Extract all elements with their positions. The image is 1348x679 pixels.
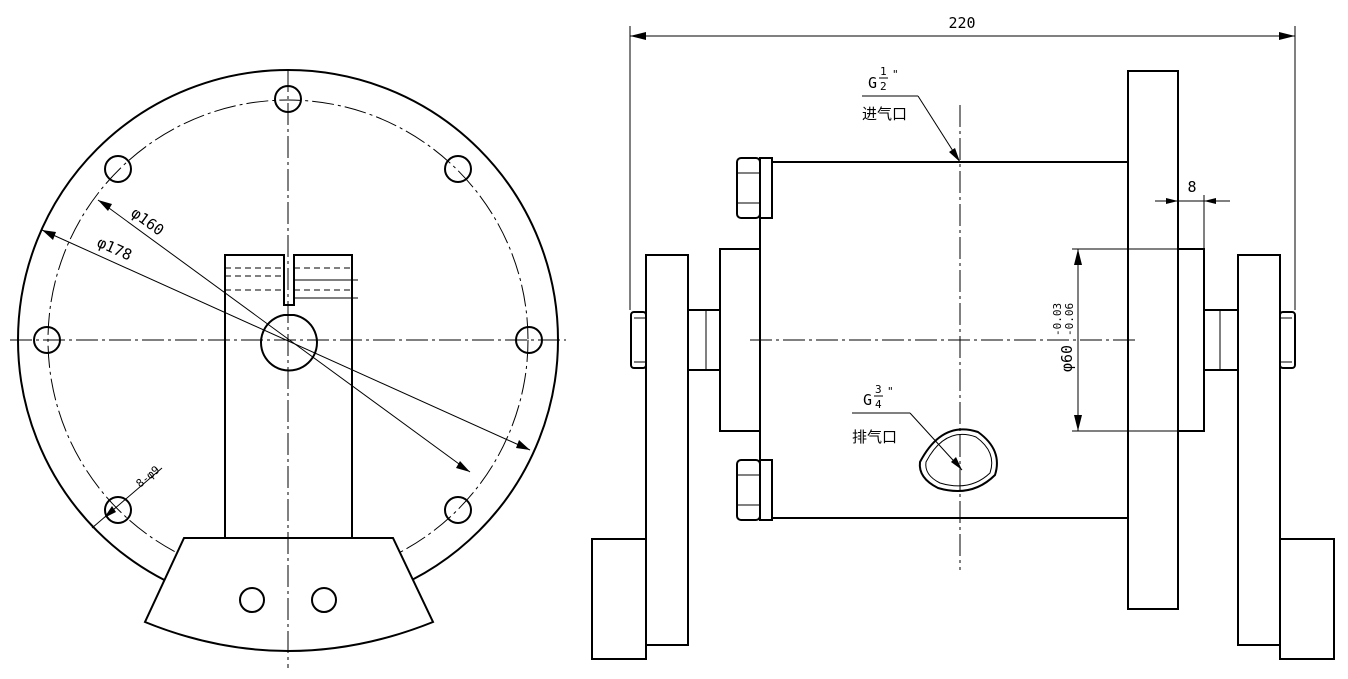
svg-text:1: 1 xyxy=(880,65,887,78)
left-bearing-stub xyxy=(630,311,647,369)
bottom-mount-block xyxy=(143,537,435,652)
svg-text:进气口: 进气口 xyxy=(862,105,907,123)
right-base-block xyxy=(1279,538,1335,660)
right-shaft xyxy=(1203,309,1239,371)
svg-text:4: 4 xyxy=(875,398,882,411)
left-base-block xyxy=(591,538,647,660)
right-flange xyxy=(1127,70,1179,610)
outer-diameter-dimension: φ178 xyxy=(94,233,134,264)
svg-text:3: 3 xyxy=(875,383,882,396)
right-end-cap xyxy=(1237,254,1281,646)
svg-text:-0.03: -0.03 xyxy=(1051,303,1064,336)
flange-thickness-dimension: 8 xyxy=(1187,178,1196,196)
right-hub xyxy=(1177,248,1205,432)
shaft-diameter-dimension: φ60 -0.03 -0.06 xyxy=(1051,303,1076,372)
overall-length-dimension: 220 xyxy=(948,14,975,32)
exhaust-port xyxy=(918,428,998,492)
svg-text:2: 2 xyxy=(880,80,887,93)
svg-text:G: G xyxy=(863,391,872,409)
svg-text:排气口: 排气口 xyxy=(852,428,897,446)
side-view xyxy=(591,26,1335,660)
bolt-hole xyxy=(104,155,132,183)
mount-hole-left xyxy=(239,587,265,613)
left-end-cap xyxy=(645,254,689,646)
holes-dimension: 8-φ9 xyxy=(134,463,163,490)
svg-text:φ60: φ60 xyxy=(1058,345,1076,372)
svg-text:": " xyxy=(887,385,894,398)
bolt-head-top xyxy=(736,157,773,219)
bolt-hole xyxy=(104,496,132,524)
bolt-hole xyxy=(444,155,472,183)
svg-text:-0.06: -0.06 xyxy=(1063,303,1076,336)
svg-text:": " xyxy=(892,68,899,81)
bolt-head-bottom xyxy=(736,459,773,521)
clamp-arm xyxy=(224,254,358,539)
bolt-hole xyxy=(444,496,472,524)
right-bearing-stub xyxy=(1279,311,1296,369)
left-shaft xyxy=(687,309,721,371)
mount-hole-right xyxy=(311,587,337,613)
inlet-annotation: G 1 2 " 进气口 xyxy=(862,65,907,123)
svg-text:G: G xyxy=(868,74,877,92)
bolt-circle-dimension: φ160 xyxy=(128,204,168,240)
end-view xyxy=(10,69,566,668)
outlet-annotation: G 3 4 " 排气口 xyxy=(852,383,897,446)
